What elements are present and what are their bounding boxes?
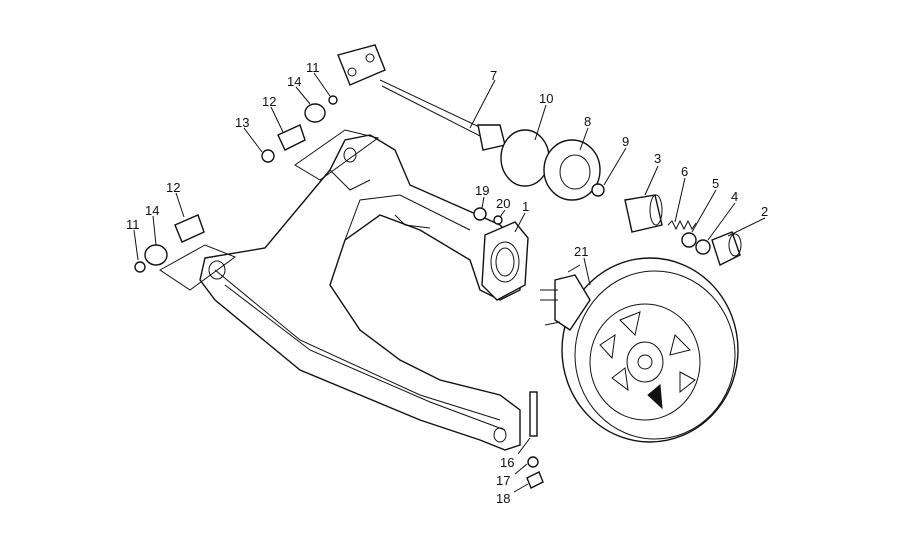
- callout-19: 19: [475, 183, 489, 198]
- callout-17: 17: [496, 473, 510, 488]
- callout-labels: 7 10 8 9 3 6 5 4 2 1 19 20 21 11 14 12 1…: [126, 60, 768, 506]
- splined-coupling: [711, 231, 742, 266]
- callout-21: 21: [574, 244, 588, 259]
- wheel-hub-brake-disc: [540, 257, 739, 443]
- callout-10: 10: [539, 91, 553, 106]
- spring: [667, 219, 697, 231]
- washer: [681, 232, 697, 248]
- needle-bearing: [624, 194, 663, 233]
- upper-adjuster: [261, 95, 380, 181]
- callout-18: 18: [496, 491, 510, 506]
- nut-19: [473, 207, 487, 221]
- lower-adjuster: [134, 214, 237, 291]
- drive-shaft: [337, 44, 506, 151]
- callout-14-lower: 14: [145, 203, 159, 218]
- callout-12-lower: 12: [166, 180, 180, 195]
- callout-13: 13: [235, 115, 249, 130]
- callout-4: 4: [731, 189, 738, 204]
- o-ring: [591, 183, 605, 197]
- callout-3: 3: [654, 151, 661, 166]
- callout-11-lower: 11: [126, 217, 140, 232]
- circlip: [695, 239, 711, 255]
- washer-20: [493, 215, 503, 225]
- callout-1: 1: [522, 199, 529, 214]
- callout-16: 16: [500, 455, 514, 470]
- callout-9: 9: [622, 134, 629, 149]
- bevel-gear: [543, 139, 601, 201]
- callout-20: 20: [496, 196, 510, 211]
- callout-8: 8: [584, 114, 591, 129]
- callout-12-upper: 12: [262, 94, 276, 109]
- snap-ring: [500, 129, 550, 187]
- swingarm: [199, 134, 529, 451]
- callout-11-upper: 11: [306, 60, 320, 75]
- callout-2: 2: [761, 204, 768, 219]
- callout-7: 7: [490, 68, 497, 83]
- callout-14-upper: 14: [287, 74, 301, 89]
- axle-bolt: [526, 391, 544, 489]
- leader-lines: [133, 72, 766, 493]
- callout-6: 6: [681, 164, 688, 179]
- callout-5: 5: [712, 176, 719, 191]
